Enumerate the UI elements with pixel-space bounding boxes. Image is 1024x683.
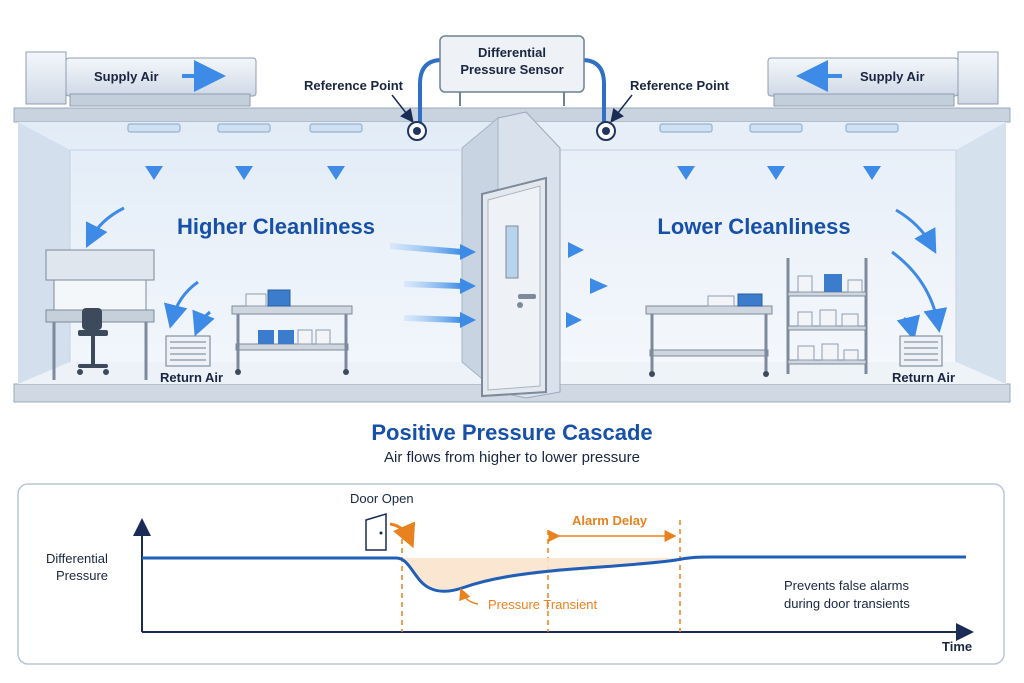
- x-axis-label: Time: [942, 639, 972, 654]
- sensor-subtitle: Pressure Sensor: [460, 62, 563, 77]
- supply-air-right-label: Supply Air: [860, 69, 925, 84]
- return-air-left-label: Return Air: [160, 370, 223, 385]
- differential-pressure-sensor: Differential Pressure Sensor: [418, 35, 606, 130]
- pressure-trace: [142, 555, 966, 593]
- reference-point-right: Reference Point: [596, 78, 730, 141]
- door-open-label: Door Open: [350, 491, 414, 506]
- higher-cleanliness-title: Higher Cleanliness: [177, 214, 375, 239]
- laminar-flow-cabinet: [45, 249, 155, 380]
- return-air-grille-left: [165, 335, 211, 367]
- reference-point-left-label: Reference Point: [304, 78, 404, 93]
- lower-cleanliness-title: Lower Cleanliness: [657, 214, 850, 239]
- reference-point-left: Reference Point: [304, 78, 427, 141]
- lab-trolley-right: [645, 293, 773, 377]
- note-line1: Prevents false alarms: [784, 578, 909, 593]
- lab-trolley-left: [231, 289, 353, 375]
- cascade-title: Positive Pressure Cascade: [371, 420, 652, 445]
- door: [481, 176, 547, 398]
- storage-shelf: [786, 258, 868, 374]
- supply-air-left-label: Supply Air: [94, 69, 159, 84]
- return-air-grille-right: [899, 335, 943, 367]
- y-axis-label-line2: Pressure: [56, 568, 108, 583]
- y-axis-label-line1: Differential: [46, 551, 108, 566]
- ceiling-diffusers: [127, 123, 899, 133]
- reference-point-right-label: Reference Point: [630, 78, 730, 93]
- return-air-right-label: Return Air: [892, 370, 955, 385]
- pressure-transient-label: Pressure Transient: [488, 597, 597, 612]
- pressure-graph-panel: Differential Pressure Time Door Open Ala…: [17, 483, 1005, 665]
- pressure-flow-arrows: [389, 243, 592, 323]
- alarm-delay-label: Alarm Delay: [572, 513, 648, 528]
- note-line2: during door transients: [784, 596, 910, 611]
- lab-chair: [77, 308, 109, 375]
- sensor-title: Differential: [478, 45, 546, 60]
- supply-duct-left: Supply Air: [25, 51, 257, 107]
- supply-duct-right: Supply Air: [767, 51, 999, 107]
- downflow-arrows: [151, 140, 875, 168]
- cascade-subtitle: Air flows from higher to lower pressure: [384, 449, 640, 466]
- door-open-icon: [365, 512, 387, 551]
